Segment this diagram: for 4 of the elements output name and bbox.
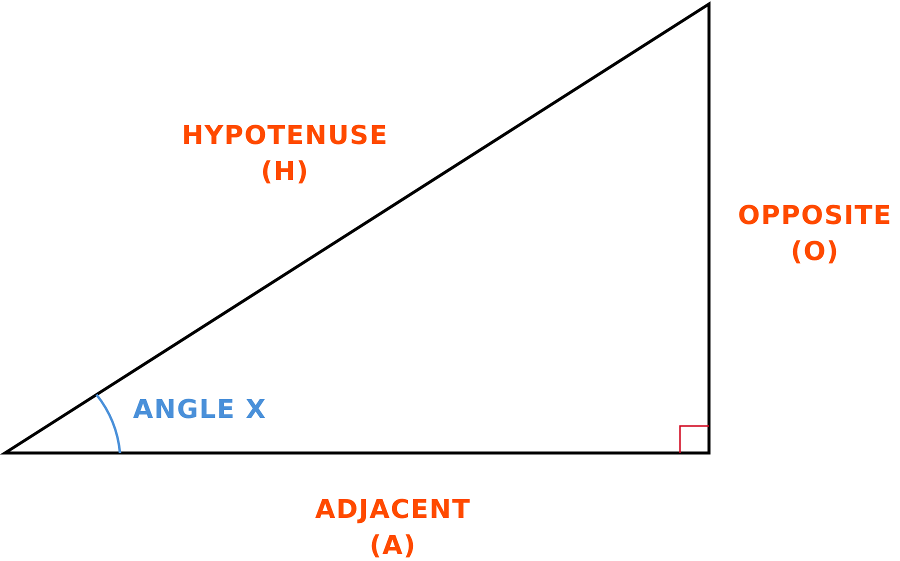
angle-label: ANGLE X [133, 394, 267, 427]
side-label: HYPOTENUSE (H) [180, 120, 390, 189]
side-label: ADJACENT (A) [314, 494, 472, 561]
side-label: OPPOSITE (O) [736, 200, 894, 269]
